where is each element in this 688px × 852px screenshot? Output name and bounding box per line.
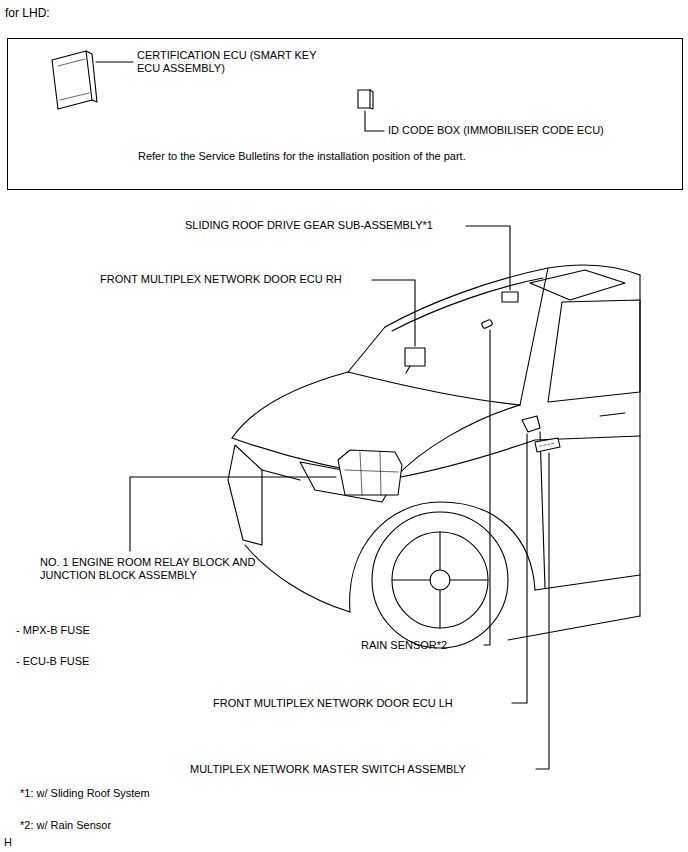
part-name: ID CODE BOX (IMMOBILISER CODE ECU) [388,124,604,137]
part-name: MULTIPLEX NETWORK MASTER SWITCH ASSEMBLY [190,763,466,776]
fuse-name: - MPX-B FUSE [16,624,90,637]
footnote: *1: w/ Sliding Roof System [20,787,150,800]
parts-box: CERTIFICATION ECU (SMART KEY ECU ASSEMBL… [7,38,683,190]
leader-lines [130,226,549,769]
figure-code: H [4,836,12,849]
part-name: SLIDING ROOF DRIVE GEAR SUB-ASSEMBLY*1 [185,219,433,232]
part-name: FRONT MULTIPLEX NETWORK DOOR ECU LH [213,697,453,710]
part-name: Refer to the Service Bulletins for the i… [138,150,466,163]
car-body [228,265,640,648]
part-name: CERTIFICATION ECU (SMART KEY ECU ASSEMBL… [137,49,322,75]
part-name: NO. 1 ENGINE ROOM RELAY BLOCK AND JUNCTI… [40,556,265,582]
part-name: FRONT MULTIPLEX NETWORK DOOR ECU RH [100,273,342,286]
part-name: RAIN SENSOR*2 [361,639,447,652]
page-title: for LHD: [5,6,50,20]
footnote: *2: w/ Rain Sensor [20,819,111,832]
fuse-name: - ECU-B FUSE [16,655,89,668]
